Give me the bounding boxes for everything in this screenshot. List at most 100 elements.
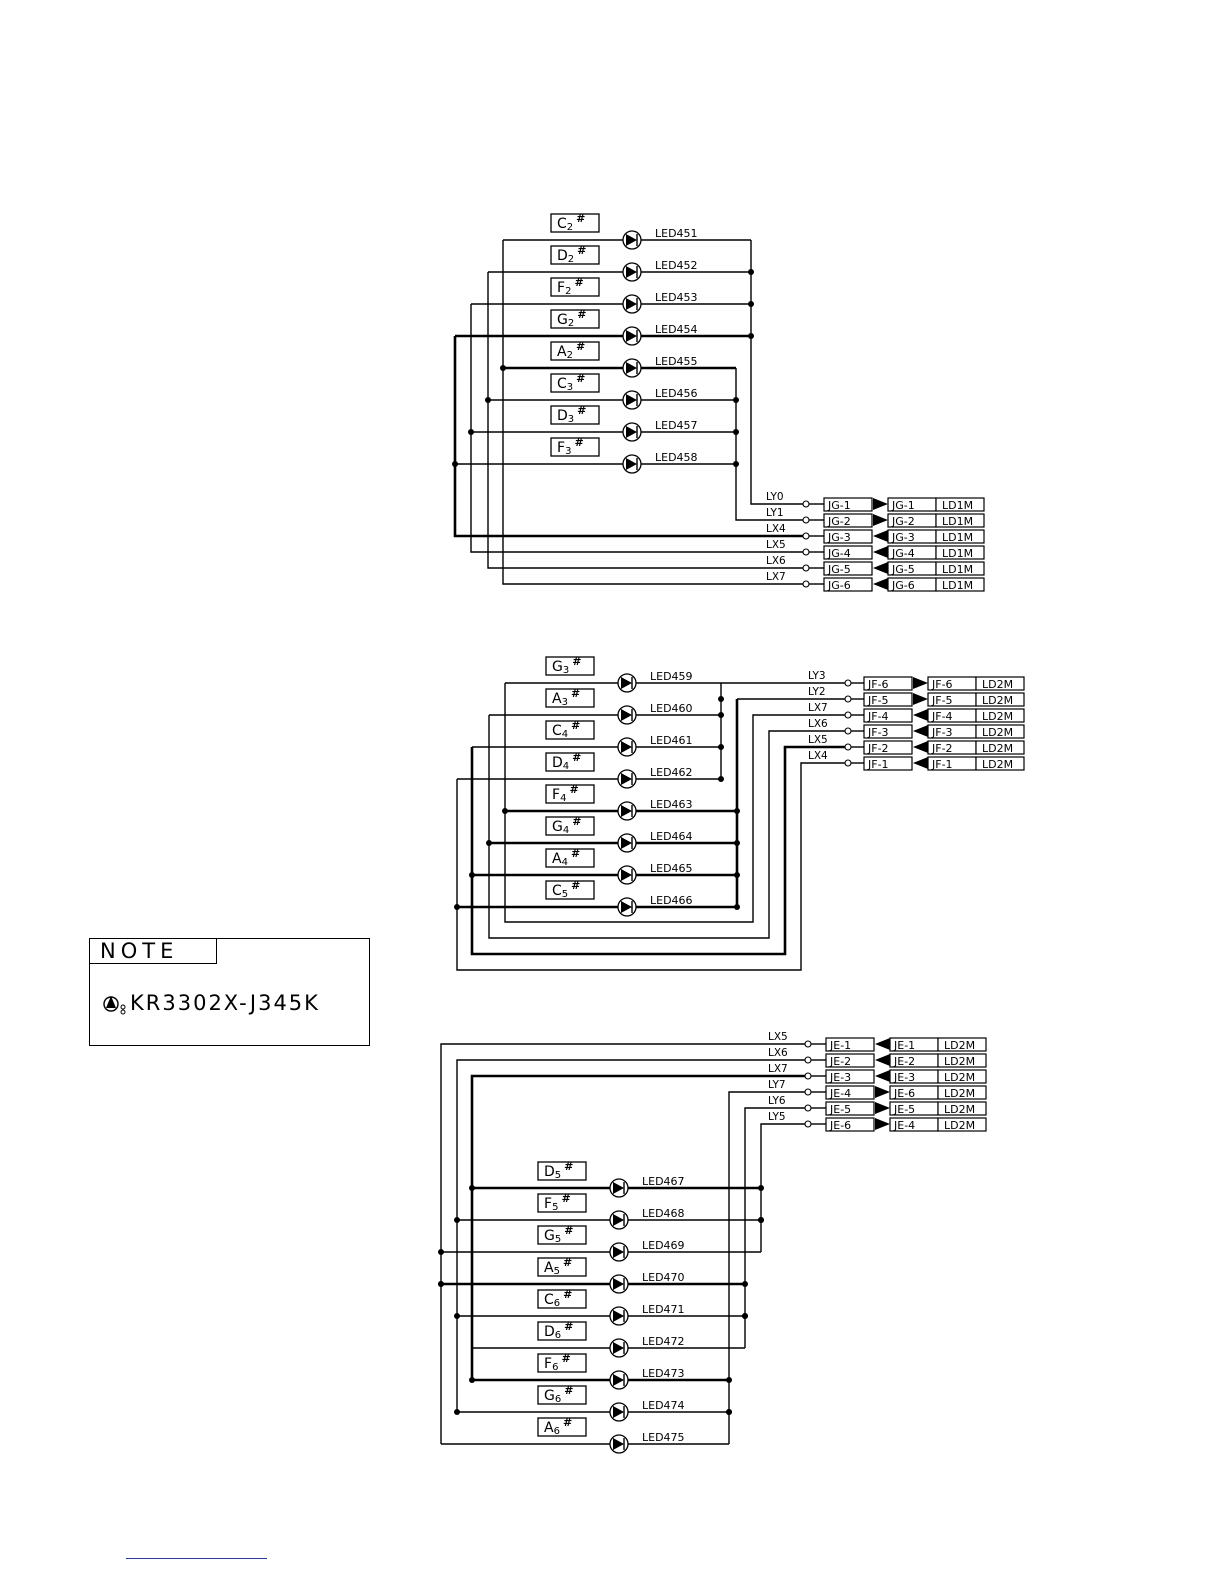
junction-dot bbox=[758, 1217, 764, 1223]
terminal-icon bbox=[844, 679, 852, 687]
junction-dot bbox=[438, 1249, 444, 1255]
connector-board-label: LD2M bbox=[982, 758, 1013, 771]
key-label-box bbox=[550, 373, 600, 393]
connector-pin-label: JG-4 bbox=[827, 547, 851, 560]
connector-box bbox=[937, 1053, 987, 1068]
connector-pin-label: JG-5 bbox=[827, 563, 851, 576]
connector-board-label: LD1M bbox=[942, 563, 973, 576]
key-label-box bbox=[537, 1289, 587, 1309]
connector-pin-label: JE-5 bbox=[829, 1103, 851, 1116]
connector-pin-label: JG-2 bbox=[827, 515, 851, 528]
lead-free-mark-icon bbox=[102, 993, 130, 1015]
connector-board-label: LD1M bbox=[942, 579, 973, 592]
led-diode-icon bbox=[621, 901, 632, 913]
connector-pin-label: JG-2 bbox=[891, 515, 915, 528]
connector-pin-label: JG-4 bbox=[891, 547, 915, 560]
connector-box bbox=[935, 545, 985, 560]
signal-label: LY7 bbox=[768, 1079, 786, 1091]
connector-pin-label: JG-5 bbox=[891, 563, 915, 576]
connector-board-label: LD2M bbox=[982, 678, 1013, 691]
terminal-icon bbox=[844, 695, 852, 703]
key-label-box bbox=[537, 1321, 587, 1341]
wire bbox=[470, 745, 848, 956]
wire bbox=[440, 1043, 808, 1444]
terminal-icon bbox=[802, 548, 810, 556]
wire bbox=[735, 368, 806, 521]
note-body: KR3302X-J345K bbox=[102, 991, 320, 1015]
wire bbox=[728, 1091, 808, 1444]
wire bbox=[504, 683, 848, 923]
key-label-box bbox=[545, 816, 595, 836]
connector-box bbox=[975, 692, 1025, 707]
arrow-left-icon bbox=[913, 757, 928, 769]
connector-pin-label: JF-5 bbox=[867, 694, 889, 707]
led-diode-icon bbox=[613, 1246, 624, 1258]
connector-box bbox=[975, 756, 1025, 771]
led-diode-icon bbox=[626, 298, 637, 310]
led-diode-icon bbox=[621, 773, 632, 785]
connector-box bbox=[937, 1101, 987, 1116]
key-label-box bbox=[550, 277, 600, 297]
connector-pin-label: JF-4 bbox=[931, 710, 953, 723]
connector-pin-label: JE-6 bbox=[829, 1119, 851, 1132]
led-diode-icon bbox=[621, 677, 632, 689]
junction-dot bbox=[742, 1281, 748, 1287]
key-label-box bbox=[537, 1193, 587, 1213]
arrow-right-icon bbox=[913, 693, 928, 705]
key-label-box bbox=[537, 1225, 587, 1245]
key-label-box bbox=[550, 309, 600, 329]
arrow-left-icon bbox=[873, 578, 888, 590]
arrow-left-icon bbox=[873, 530, 888, 542]
connector-pin-label: JF-5 bbox=[931, 694, 953, 707]
connector-pin-label: JE-6 bbox=[893, 1087, 915, 1100]
connector-board-label: LD2M bbox=[944, 1119, 975, 1132]
junction-dot bbox=[454, 1409, 460, 1415]
connector-board-label: LD2M bbox=[944, 1039, 975, 1052]
connector-box bbox=[975, 676, 1025, 691]
junction-dot bbox=[469, 1185, 475, 1191]
signal-label: LX5 bbox=[808, 734, 828, 746]
key-label-box bbox=[545, 688, 595, 708]
connector-box bbox=[935, 561, 985, 576]
connector-board-label: LD2M bbox=[982, 710, 1013, 723]
connector-box bbox=[863, 740, 913, 755]
note-box: NOTE KR3302X-J345K bbox=[89, 938, 370, 1046]
signal-label: LX6 bbox=[766, 555, 786, 567]
wire bbox=[470, 304, 806, 553]
led-diode-icon bbox=[613, 1278, 624, 1290]
connector-box bbox=[863, 708, 913, 723]
terminal-icon bbox=[802, 532, 810, 540]
connector-pin-label: JE-1 bbox=[893, 1039, 915, 1052]
connector-box bbox=[863, 756, 913, 771]
arrow-left-icon bbox=[913, 741, 928, 753]
led-diode-icon bbox=[613, 1406, 624, 1418]
led-label: LED458 bbox=[655, 451, 698, 464]
connector-pin-label: JE-1 bbox=[829, 1039, 851, 1052]
led-label: LED475 bbox=[642, 1431, 685, 1444]
arrow-right-icon bbox=[875, 1102, 890, 1114]
signal-label: LY6 bbox=[768, 1095, 786, 1107]
signal-label: LX7 bbox=[768, 1063, 788, 1075]
connector-box bbox=[825, 1053, 875, 1068]
terminal-icon bbox=[804, 1056, 812, 1064]
connector-box bbox=[825, 1037, 875, 1052]
key-label-box bbox=[545, 848, 595, 868]
arrow-left-icon bbox=[873, 562, 888, 574]
arrow-right-icon bbox=[875, 1118, 890, 1130]
led-diode-icon bbox=[613, 1438, 624, 1450]
arrow-right-icon bbox=[913, 677, 928, 689]
wire bbox=[470, 1074, 808, 1380]
connector-board-label: LD2M bbox=[982, 694, 1013, 707]
junction-dot bbox=[758, 1185, 764, 1191]
connector-box bbox=[823, 577, 873, 592]
wire bbox=[456, 762, 848, 971]
key-label-box bbox=[537, 1353, 587, 1373]
led-diode-icon bbox=[621, 869, 632, 881]
connector-pin-label: JE-2 bbox=[829, 1055, 851, 1068]
led-label: LED471 bbox=[642, 1303, 685, 1316]
connector-box bbox=[823, 529, 873, 544]
signal-label: LX7 bbox=[808, 702, 828, 714]
connector-board-label: LD2M bbox=[944, 1103, 975, 1116]
arrow-right-icon bbox=[875, 1086, 890, 1098]
